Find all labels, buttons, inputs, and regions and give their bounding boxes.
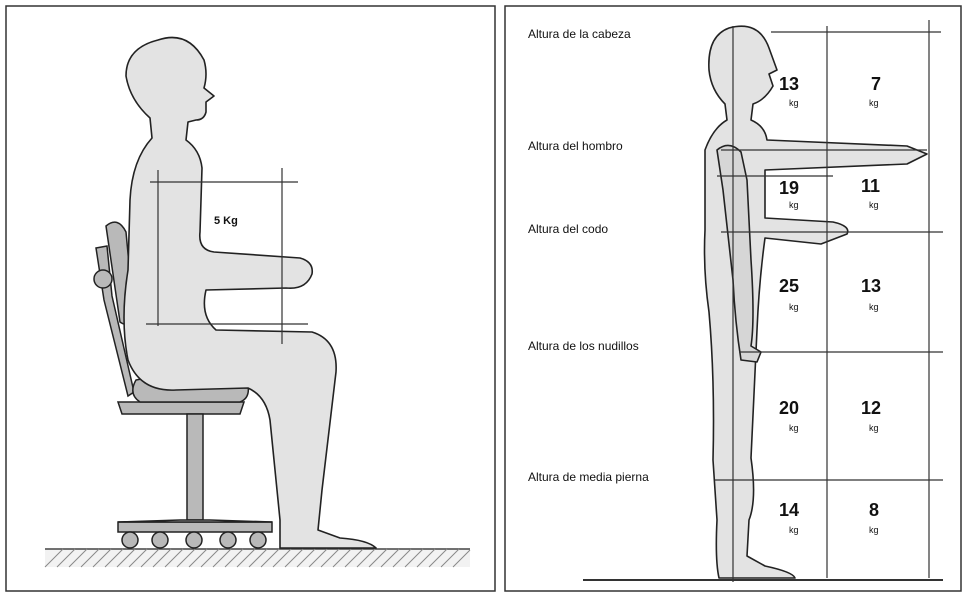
chair-base [118,522,272,532]
weight-far-shoulder: 11 [861,176,880,196]
weight-far-knuckles: 12 [861,398,881,418]
weight-far-mid-leg: 8 [869,500,879,520]
seated-weight-label: 5 Kg [214,215,238,227]
level-label-shoulder: Altura del hombro [528,139,623,153]
unit-near-mid-leg: kg [789,525,799,535]
seated-person [124,38,376,549]
weight-far-elbow: 13 [861,276,881,296]
chair-wheel [186,532,202,548]
unit-far-elbow: kg [869,302,879,312]
seated-panel: 5 Kg [0,0,497,593]
chair-column [187,414,203,520]
unit-far-shoulder: kg [869,200,879,210]
floor [45,549,470,567]
unit-near-shoulder: kg [789,200,799,210]
seated-illustration: 5 Kg [0,0,497,593]
level-label-mid-leg: Altura de media pierna [528,470,649,484]
reach-columns [733,20,929,582]
unit-near-head: kg [789,98,799,108]
level-label-knuckles: Altura de los nudillos [528,339,639,353]
weight-near-knuckles: 20 [779,398,799,418]
unit-far-knuckles: kg [869,423,879,433]
unit-near-elbow: kg [789,302,799,312]
level-lines [583,32,943,580]
standing-illustration: Altura de la cabeza Altura del hombro Al… [503,0,963,593]
standing-panel: Altura de la cabeza Altura del hombro Al… [503,0,963,593]
seated-panel-border [6,6,495,591]
chair-base-top [118,520,272,522]
level-label-elbow: Altura del codo [528,222,608,236]
chair-wheel [250,532,266,548]
unit-far-head: kg [869,98,879,108]
chair-wheel [152,532,168,548]
chair-wheel [122,532,138,548]
standing-person [705,26,928,578]
chair-knob [94,270,112,288]
unit-far-mid-leg: kg [869,525,879,535]
weight-near-mid-leg: 14 [779,500,799,520]
level-label-head: Altura de la cabeza [528,27,631,41]
weight-near-shoulder: 19 [779,178,799,198]
chair-wheel [220,532,236,548]
unit-near-knuckles: kg [789,423,799,433]
weight-near-elbow: 25 [779,276,799,296]
weight-far-head: 7 [871,74,881,94]
weight-near-head: 13 [779,74,799,94]
chair-seat-base [118,402,244,414]
